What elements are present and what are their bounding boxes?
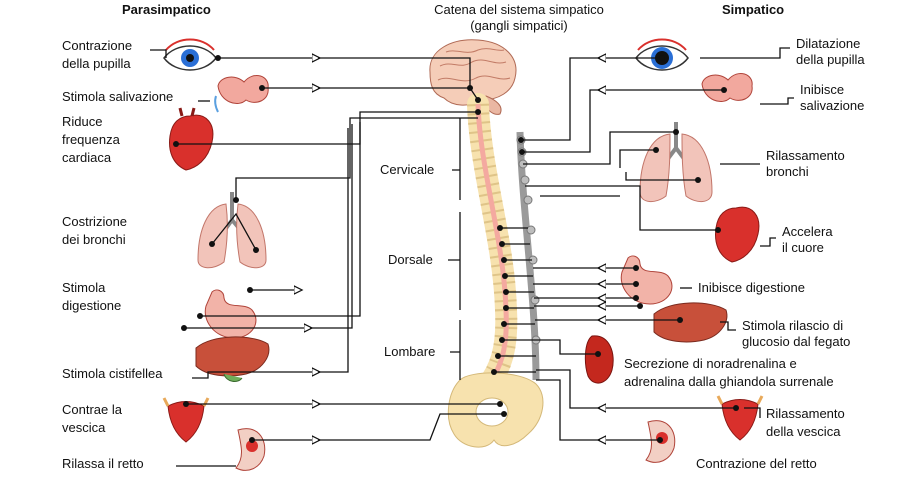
svg-text:salivazione: salivazione <box>800 98 864 113</box>
svg-text:Secrezione di noradrenalina e: Secrezione di noradrenalina e <box>624 356 797 371</box>
chain-header-line1: Catena del sistema simpatico <box>434 2 604 17</box>
svg-text:Contrae la: Contrae la <box>62 402 123 417</box>
eye-icon-right <box>635 38 689 71</box>
svg-text:Stimola rilascio di: Stimola rilascio di <box>742 318 843 333</box>
svg-text:glucosio dal fegato: glucosio dal fegato <box>742 334 850 349</box>
svg-text:Costrizione: Costrizione <box>62 214 127 229</box>
svg-text:Inibisce: Inibisce <box>800 82 844 97</box>
symp-nerves <box>518 47 794 443</box>
symp-label-salivation: Inibisce salivazione <box>800 82 864 113</box>
liver-icon-left <box>195 336 270 382</box>
symp-label-pupil: Dilatazione della pupilla <box>796 36 865 67</box>
symp-label-adrenal: Secrezione di noradrenalina e adrenalina… <box>624 356 834 389</box>
para-label-bronchi: Costrizione dei bronchi <box>62 214 127 247</box>
salivary-gland-icon <box>214 74 269 113</box>
svg-text:Rilassamento: Rilassamento <box>766 148 845 163</box>
salivary-gland-icon-right <box>701 72 753 102</box>
svg-text:Riduce: Riduce <box>62 114 102 129</box>
svg-text:Cervicale: Cervicale <box>380 162 434 177</box>
stomach-icon-right <box>620 255 673 305</box>
lungs-icon-right <box>639 122 713 202</box>
svg-text:bronchi: bronchi <box>766 164 809 179</box>
rectum-icon-left <box>235 428 266 471</box>
svg-text:Rilassamento: Rilassamento <box>766 406 845 421</box>
liver-icon-right <box>653 302 728 343</box>
symp-label-digestion: Inibisce digestione <box>698 280 805 295</box>
bladder-icon-left <box>162 397 210 443</box>
symp-label-rectum: Contrazione del retto <box>696 456 817 471</box>
sympathetic-header: Simpatico <box>722 2 784 17</box>
heart-icon-left <box>169 107 214 171</box>
symp-label-bladder: Rilassamento della vescica <box>766 406 845 439</box>
svg-text:dei bronchi: dei bronchi <box>62 232 126 247</box>
svg-text:Lombare: Lombare <box>384 344 435 359</box>
para-label-pupil: Contrazione della pupilla <box>62 38 132 71</box>
para-label-gallbladder: Stimola cistifellea <box>62 366 163 381</box>
bladder-icon-right <box>716 395 764 441</box>
parasympathetic-header: Parasimpatico <box>122 2 211 17</box>
chain-header-line2: (gangli simpatici) <box>470 18 568 33</box>
region-thoracic: Dorsale <box>388 212 461 310</box>
region-lumbar: Lombare <box>384 320 461 380</box>
svg-text:vescica: vescica <box>62 420 106 435</box>
svg-text:Accelera: Accelera <box>782 224 833 239</box>
svg-text:cardiaca: cardiaca <box>62 150 112 165</box>
symp-label-heart: Accelera il cuore <box>782 224 833 255</box>
spinal-exit-dots <box>491 225 536 375</box>
svg-text:della pupilla: della pupilla <box>796 52 865 67</box>
svg-text:della vescica: della vescica <box>766 424 841 439</box>
svg-text:digestione: digestione <box>62 298 121 313</box>
spinal-column <box>467 93 518 399</box>
region-cervical: Cervicale <box>380 118 461 200</box>
svg-text:Dilatazione: Dilatazione <box>796 36 860 51</box>
svg-text:Stimola: Stimola <box>62 280 106 295</box>
symp-label-liver: Stimola rilascio di glucosio dal fegato <box>742 318 850 349</box>
svg-text:il cuore: il cuore <box>782 240 824 255</box>
svg-text:adrenalina dalla ghiandola sur: adrenalina dalla ghiandola surrenale <box>624 374 834 389</box>
para-nerves <box>150 49 507 467</box>
heart-icon-right <box>715 206 760 263</box>
svg-text:frequenza: frequenza <box>62 132 121 147</box>
stomach-icon-left <box>204 289 257 339</box>
eye-icon <box>163 38 217 71</box>
svg-text:Contrazione: Contrazione <box>62 38 132 53</box>
symp-label-bronchi: Rilassamento bronchi <box>766 148 845 179</box>
sympathetic-chain <box>516 131 541 381</box>
para-label-rectum: Rilassa il retto <box>62 456 144 471</box>
para-label-salivation: Stimola salivazione <box>62 89 173 104</box>
para-label-digestion: Stimola digestione <box>62 280 121 313</box>
lungs-icon-left <box>197 192 267 269</box>
svg-text:Dorsale: Dorsale <box>388 252 433 267</box>
pelvis <box>447 372 544 448</box>
para-label-bladder: Contrae la vescica <box>62 402 123 435</box>
para-label-heart: Riduce frequenza cardiaca <box>62 114 121 165</box>
svg-text:della pupilla: della pupilla <box>62 56 131 71</box>
adrenal-gland-icon <box>584 335 614 384</box>
